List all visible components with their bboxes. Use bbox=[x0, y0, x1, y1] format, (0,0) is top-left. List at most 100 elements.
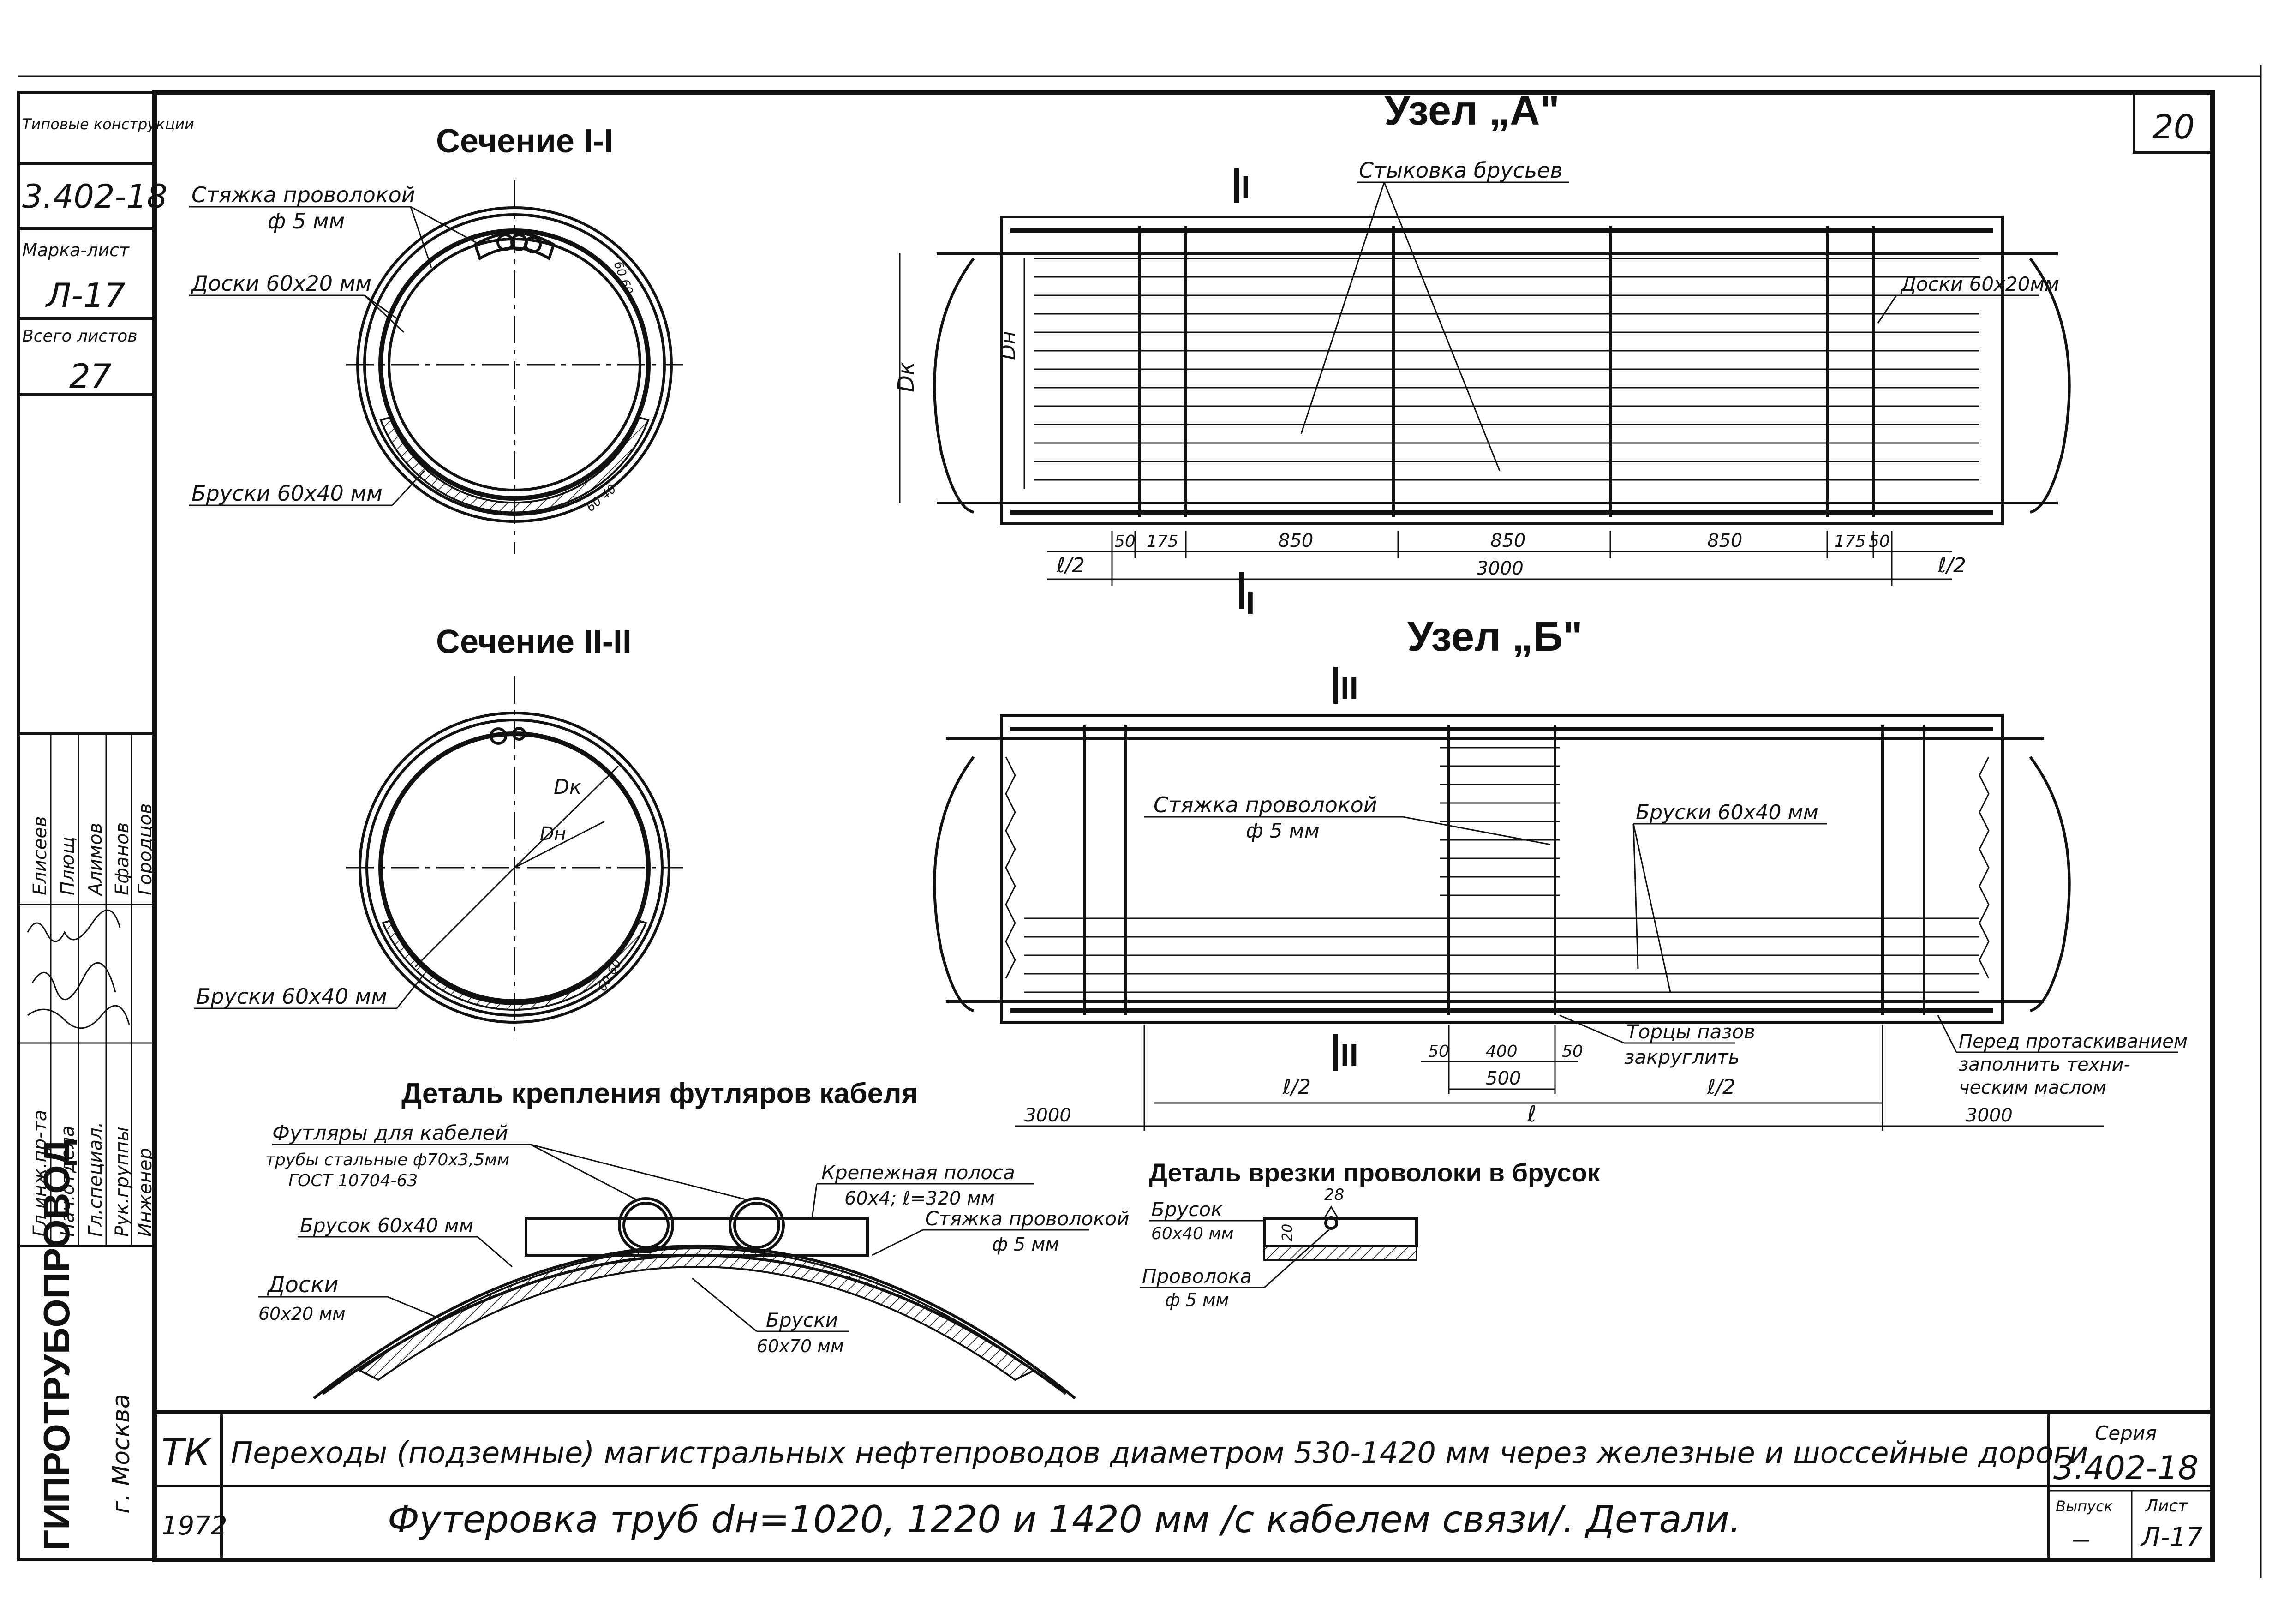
left-stamp-strip: Типовые конструкции 3.402-18 Марка-лист … bbox=[17, 91, 194, 1561]
section-2-2: Сечение II-II Dк Dн Бруски 60х40 мм 60 6… bbox=[194, 623, 683, 1038]
section-1-title: Сечение I-I bbox=[436, 123, 613, 160]
dim-b-half-right: ℓ/2 bbox=[1707, 1075, 1735, 1099]
cable-strip-1: Крепежная полоса bbox=[821, 1161, 1015, 1184]
cable-bar-1: Брусок 60х40 мм bbox=[300, 1214, 473, 1237]
sheet-number-box: 20 bbox=[2133, 91, 2214, 154]
role-5: Инженер bbox=[135, 1148, 156, 1237]
dim-b-0: 50 bbox=[1428, 1042, 1449, 1061]
total-label: Всего листов bbox=[22, 327, 137, 346]
node-a-cut-top: I bbox=[1241, 169, 1250, 205]
role-1: Гл.инж.пр-та bbox=[30, 1110, 51, 1237]
cable-bars2-1: Бруски bbox=[766, 1309, 838, 1331]
tb-series-label: Серия bbox=[2095, 1422, 2157, 1444]
node-b-bars-label: Бруски 60х40 мм bbox=[1636, 801, 1818, 824]
name-1: Елисеев bbox=[30, 816, 51, 895]
node-b-title: Узел „Б" bbox=[1407, 614, 1583, 660]
dim-a-6: 50 bbox=[1869, 532, 1890, 551]
detail-cable-fixing: Деталь крепления футляров кабеля Футляры… bbox=[258, 1078, 1130, 1400]
wire-bar-1: Брусок bbox=[1151, 1198, 1223, 1221]
node-a-boards bbox=[1034, 258, 1979, 481]
node-a-dk: Dк bbox=[893, 362, 919, 392]
dim-a-0: 50 bbox=[1114, 532, 1136, 551]
cable-boards-1: Доски bbox=[267, 1272, 338, 1298]
role-2: Нач.отдела bbox=[57, 1126, 78, 1237]
s2-dn: Dн bbox=[540, 823, 566, 845]
s2-bars-label: Бруски 60х40 мм bbox=[196, 984, 387, 1009]
dim-b-left-3000: 3000 bbox=[1024, 1105, 1071, 1126]
tb-issue-value: — bbox=[2072, 1529, 2090, 1551]
cable-cases-1: Футляры для кабелей bbox=[272, 1121, 508, 1145]
dim-b-2: 50 bbox=[1562, 1042, 1583, 1061]
wire-wire-2: ф 5 мм bbox=[1165, 1290, 1229, 1310]
node-b-ends-2: закруглить bbox=[1624, 1046, 1740, 1068]
wire-dim-28: 28 bbox=[1324, 1186, 1344, 1204]
node-b-note-1: Перед протаскиванием bbox=[1959, 1031, 2188, 1052]
s1-wire-label: Стяжка проволокой bbox=[191, 182, 415, 207]
node-b-wire-label: Стяжка проволокой bbox=[1154, 792, 1377, 817]
node-a: Узел „А" bbox=[893, 88, 2071, 621]
dim-b-half-left: ℓ/2 bbox=[1282, 1075, 1311, 1099]
total-value: 27 bbox=[69, 357, 112, 396]
cable-cases-3: ГОСТ 10704-63 bbox=[288, 1171, 418, 1190]
role-4: Рук.группы bbox=[112, 1127, 133, 1237]
wire-dim-20: 20 bbox=[1280, 1224, 1296, 1241]
node-b-note-2: заполнить техни- bbox=[1959, 1054, 2130, 1075]
dim-b-500: 500 bbox=[1486, 1068, 1521, 1089]
cable-cases-2: трубы стальные ф70х3,5мм bbox=[265, 1151, 509, 1169]
cable-strip-2: 60х4; ℓ=320 мм bbox=[844, 1188, 995, 1209]
wire-bar-2: 60х40 мм bbox=[1151, 1224, 1234, 1243]
section-1-1: Сечение I-I Стяжка проволокой ф 5 мм Дос… bbox=[189, 123, 683, 554]
mark-label: Марка-лист bbox=[22, 240, 130, 260]
node-b-wire-dia: ф 5 мм bbox=[1246, 819, 1320, 843]
node-b-cut-top: II bbox=[1340, 670, 1358, 706]
node-b-cut-bottom: II bbox=[1340, 1037, 1358, 1073]
dim-a-half-right: ℓ/2 bbox=[1937, 554, 1966, 577]
dim-b-l: ℓ bbox=[1527, 1101, 1537, 1127]
name-5: Городцов bbox=[135, 803, 156, 895]
tb-issue-label: Выпуск bbox=[2056, 1498, 2113, 1515]
signatures bbox=[27, 909, 130, 1029]
dim-a-2: 850 bbox=[1278, 530, 1313, 551]
tb-sheet-label: Лист bbox=[2145, 1497, 2188, 1516]
role-3: Гл.специал. bbox=[85, 1122, 106, 1237]
dim-b-right-3000: 3000 bbox=[1966, 1105, 2013, 1126]
node-a-title: Узел „А" bbox=[1384, 88, 1560, 134]
node-b-boards bbox=[1024, 747, 1979, 993]
cable-wire-2: ф 5 мм bbox=[992, 1234, 1059, 1255]
name-4: Ефанов bbox=[112, 822, 133, 895]
tb-series-value: 3.402-18 bbox=[2053, 1449, 2199, 1487]
dim-a-5: 175 bbox=[1834, 532, 1866, 551]
node-a-dn: Dн bbox=[997, 331, 1020, 360]
detail-wire-title: Деталь врезки проволоки в брусок bbox=[1149, 1158, 1601, 1187]
section-2-title: Сечение II-II bbox=[436, 623, 632, 660]
dim-b-1: 400 bbox=[1486, 1042, 1518, 1061]
s1-wire-dia: ф 5 мм bbox=[268, 209, 345, 234]
cable-boards-2: 60х20 мм bbox=[258, 1304, 346, 1324]
node-a-boards-label: Доски 60х20мм bbox=[1900, 273, 2059, 295]
tb-year: 1972 bbox=[161, 1511, 227, 1541]
tb-line2: Футеровка труб dн=1020, 1220 и 1420 мм /… bbox=[388, 1498, 1741, 1541]
typ-label: Типовые конструкции bbox=[22, 115, 194, 133]
node-b-dimensions: 50 400 50 500 3000 3000 ℓ/2 ℓ/2 ℓ bbox=[1015, 1025, 2104, 1131]
name-2: Плющ bbox=[57, 837, 78, 895]
tb-line1: Переходы (подземные) магистральных нефте… bbox=[231, 1436, 2088, 1470]
node-b-wires bbox=[1083, 725, 1925, 1015]
detail-cable-title: Деталь крепления футляров кабеля bbox=[401, 1078, 918, 1109]
s1-bars-label: Бруски 60х40 мм bbox=[191, 481, 383, 506]
cable-bars2-2: 60х70 мм bbox=[757, 1336, 844, 1356]
detail-wire-insert: Деталь врезки проволоки в брусок Брусок … bbox=[1140, 1158, 1601, 1310]
cable-wire-1: Стяжка проволокой bbox=[925, 1207, 1130, 1230]
node-a-wires bbox=[1138, 226, 1875, 517]
city-name: г. Москва bbox=[108, 1394, 135, 1514]
s2-dk: Dк bbox=[554, 775, 582, 799]
node-a-dimensions: 50 175 850 850 850 175 50 3000 ℓ/2 ℓ/2 bbox=[1047, 530, 1966, 586]
node-a-cut-bottom: I bbox=[1246, 585, 1255, 621]
node-b: Узел „Б" bbox=[933, 614, 2188, 1131]
dim-a-total: 3000 bbox=[1477, 558, 1524, 579]
dim-a-4: 850 bbox=[1707, 530, 1742, 551]
org-name: ГИПРОТРУБОПРОВОД bbox=[36, 1139, 77, 1551]
node-b-note-3: ческим маслом bbox=[1959, 1077, 2106, 1098]
wire-wire-1: Проволока bbox=[1142, 1265, 1252, 1288]
node-b-ends-1: Торцы пазов bbox=[1626, 1020, 1755, 1043]
mark-value: Л-17 bbox=[45, 276, 126, 315]
